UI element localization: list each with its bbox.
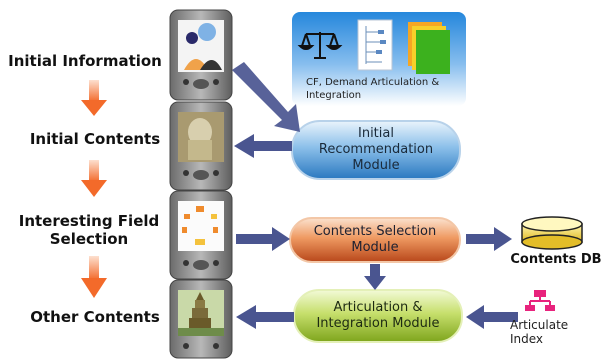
pda-device-2 (169, 101, 233, 191)
flow-arrow-selection-to-db (466, 227, 512, 251)
step-arrow-3 (81, 256, 107, 298)
step-label-initial-information: Initial Information (8, 52, 162, 70)
database-icon (521, 216, 583, 250)
pda-device-4 (169, 279, 233, 359)
step-label-other-contents: Other Contents (30, 308, 160, 326)
pda-device-1 (169, 9, 233, 101)
header-panel-caption: CF, Demand Articulation & Integration (306, 77, 440, 101)
flow-arrow-articulation-to-pda4 (236, 305, 294, 329)
step-label-initial-contents: Initial Contents (29, 130, 161, 148)
flow-arrow-initial-to-pda2 (234, 134, 292, 158)
pda-device-3 (169, 190, 233, 280)
index-icon (525, 290, 555, 311)
tree-diagram-icon (357, 19, 393, 71)
scale-icon (297, 32, 343, 59)
articulate-index-label: Articulate Index (510, 318, 569, 346)
articulation-integration-label: Articulation & Integration Module (316, 300, 440, 331)
contents-selection-label: Contents Selection Module (313, 224, 437, 255)
contents-db-label: Contents DB (510, 252, 602, 267)
step-arrow-2 (81, 160, 107, 197)
flow-arrow-selection-to-articulation (364, 264, 386, 290)
step-arrow-1 (81, 80, 107, 116)
flow-arrow-pda3-to-selection (236, 227, 290, 251)
step-label-interesting-field-selection: Interesting Field Selection (18, 212, 160, 248)
initial-recommendation-label: Initial Recommendation Module (318, 126, 434, 173)
stacked-cards-icon (408, 22, 450, 74)
contents-selection-module (289, 217, 461, 263)
header-panel (292, 12, 466, 106)
flow-arrow-index-to-articulation (466, 305, 518, 329)
flow-arrow-pda1-to-initial (232, 62, 300, 132)
